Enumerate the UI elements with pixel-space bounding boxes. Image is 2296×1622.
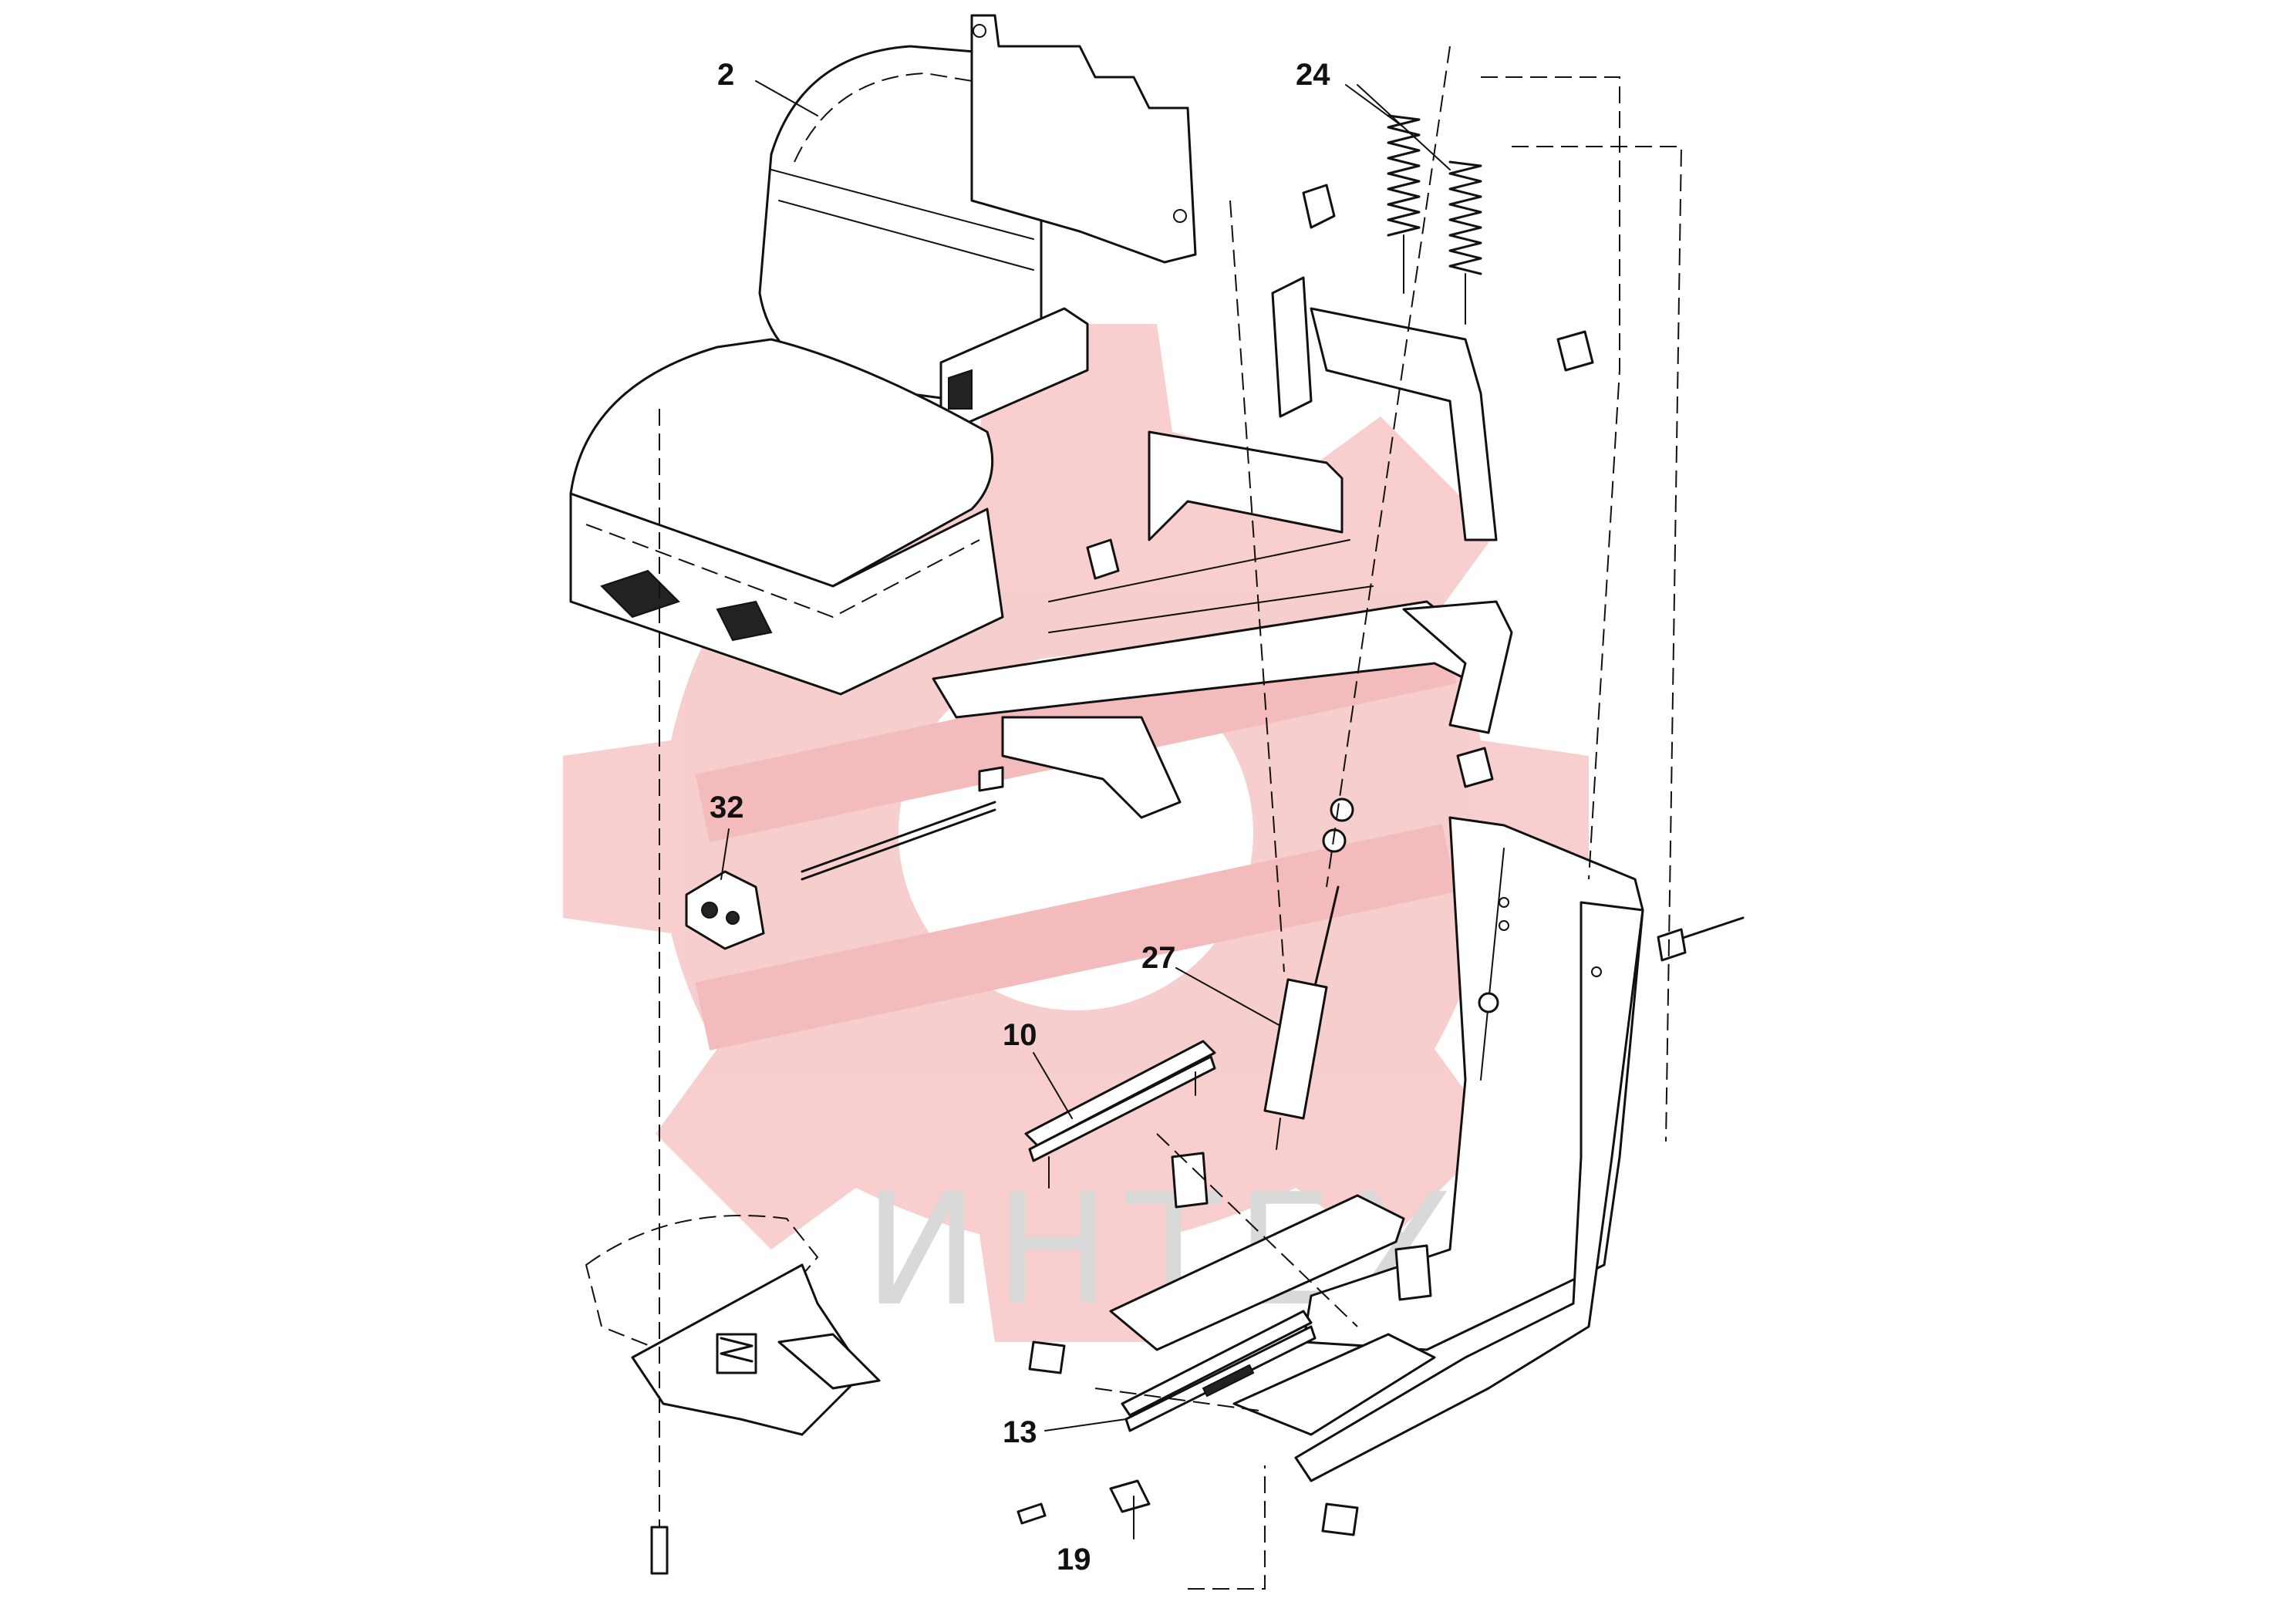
slide-rail-lower xyxy=(1121,1310,1317,1432)
callout-leaders xyxy=(720,80,1451,1539)
suspension-frame xyxy=(932,276,1513,819)
back-bracket-plate xyxy=(970,14,1197,264)
callout-19: 19 xyxy=(1057,1543,1091,1576)
assembly-guide-lines xyxy=(659,46,1683,1590)
callout-27: 27 xyxy=(1141,941,1176,975)
base-plate xyxy=(1028,1152,1436,1536)
shock-absorber xyxy=(1263,798,1354,1150)
callout-10: 10 xyxy=(1003,1018,1037,1052)
slide-rail-upper xyxy=(1024,1040,1216,1189)
seat-cushion xyxy=(569,338,1004,696)
callout-32: 32 xyxy=(710,791,744,824)
rubber-bushes xyxy=(1086,184,1594,788)
lower-seat-base xyxy=(585,1215,881,1436)
adjustment-knob-assembly xyxy=(685,766,1004,950)
callout-24: 24 xyxy=(1296,58,1330,92)
callout-13: 13 xyxy=(1003,1415,1037,1449)
bottom-bolts xyxy=(650,1502,1047,1575)
callout-2: 2 xyxy=(717,58,734,92)
callout-labels: 2 24 32 27 10 13 19 xyxy=(710,58,1330,1576)
side-bracket xyxy=(1294,816,1644,1482)
side-bolt xyxy=(1478,916,1745,1013)
